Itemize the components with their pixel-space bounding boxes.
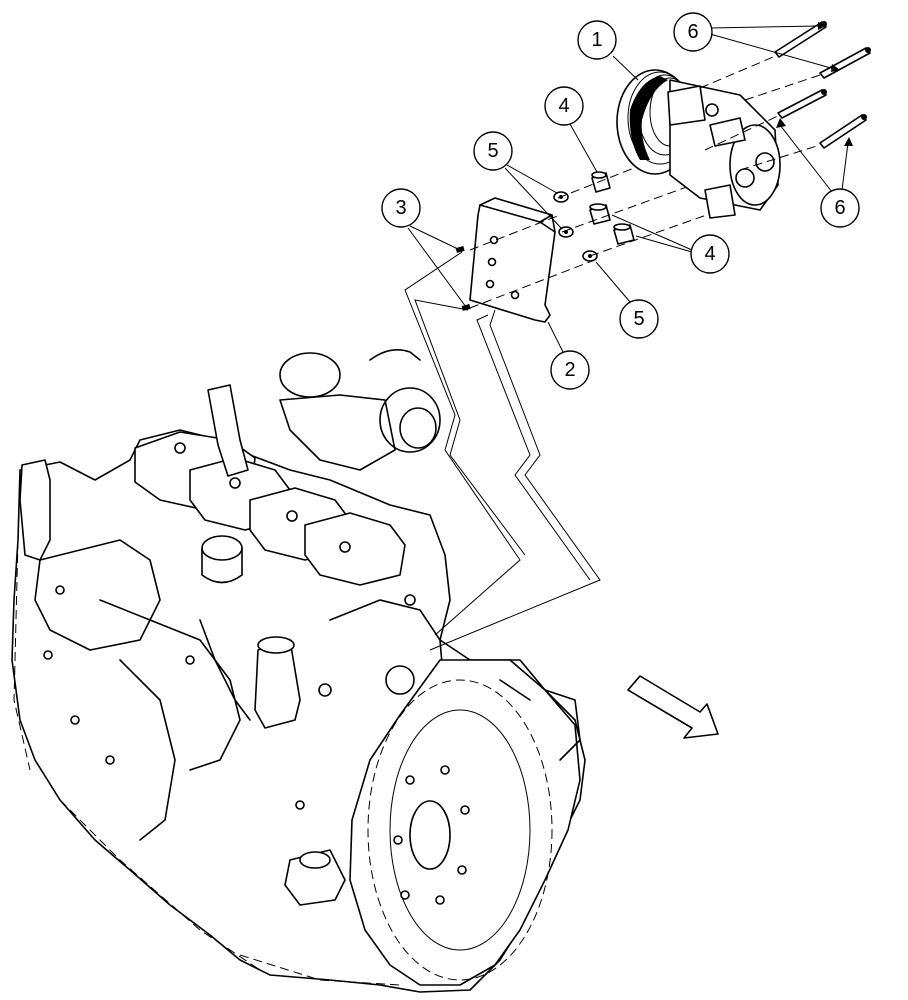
spacers	[589, 171, 635, 245]
callout-label-3: 3	[395, 197, 406, 219]
callout-circle	[473, 131, 513, 171]
callout-circle	[820, 188, 860, 228]
callout-label-5b: 5	[633, 308, 644, 330]
compressor	[616, 69, 781, 219]
callout-circle	[577, 20, 617, 60]
callout-label-1: 1	[591, 29, 602, 51]
callout-label-2: 2	[564, 359, 575, 381]
callout-label-6b: 6	[834, 197, 845, 219]
assembly-lines	[404, 141, 736, 651]
callout-circle	[550, 350, 590, 390]
bracket	[469, 197, 556, 323]
engine	[11, 349, 586, 993]
callout-circle	[619, 299, 659, 339]
callout-circle	[381, 188, 421, 228]
callout-circle	[690, 234, 730, 274]
front-direction-arrow	[627, 675, 719, 739]
callout-circle	[544, 86, 584, 126]
callout-label-4: 4	[558, 95, 569, 117]
callout-label-5: 5	[487, 140, 498, 162]
callout-label-6: 6	[687, 21, 698, 43]
callout-circle	[673, 12, 713, 52]
callout-label-4b: 4	[704, 243, 715, 265]
pins	[455, 246, 471, 311]
callouts: 1 2 3 4 4 5 5 6	[381, 12, 860, 390]
washers	[553, 191, 598, 262]
